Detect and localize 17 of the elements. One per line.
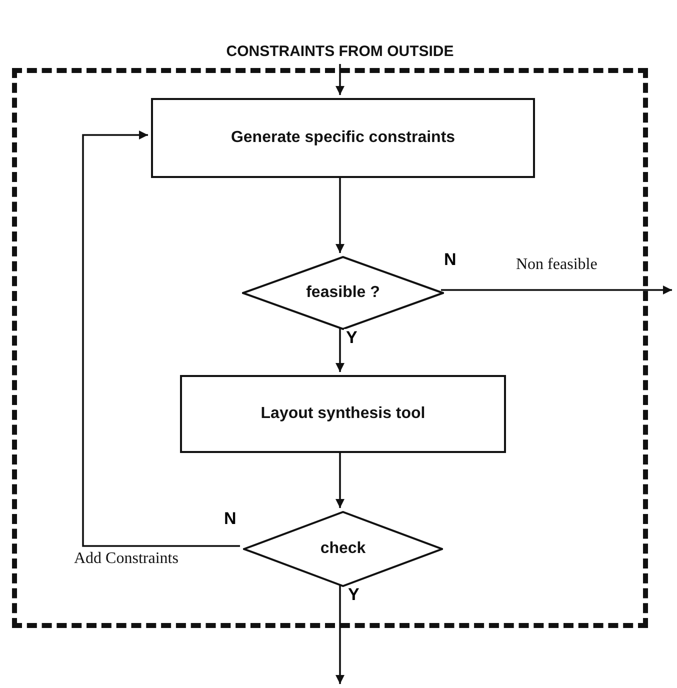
node-label: check (320, 540, 366, 558)
arrow (441, 286, 672, 294)
node-label: Layout synthesis tool (260, 405, 426, 423)
arrow (336, 64, 344, 95)
system-boundary (12, 68, 648, 628)
process-box (180, 375, 506, 453)
arrow (336, 327, 344, 372)
node-label: feasible ? (306, 284, 380, 302)
decision-diamond (243, 511, 443, 587)
arrow (82, 130, 240, 547)
decision-diamond (242, 256, 444, 330)
input-label: CONSTRAINTS FROM OUTSIDE (226, 42, 454, 60)
process-box (151, 98, 535, 178)
node-label: Generate specific constraints (230, 129, 456, 147)
note-text: Non feasible (516, 256, 598, 274)
arrow (336, 584, 344, 684)
note-text: Add Constraints (74, 550, 178, 568)
